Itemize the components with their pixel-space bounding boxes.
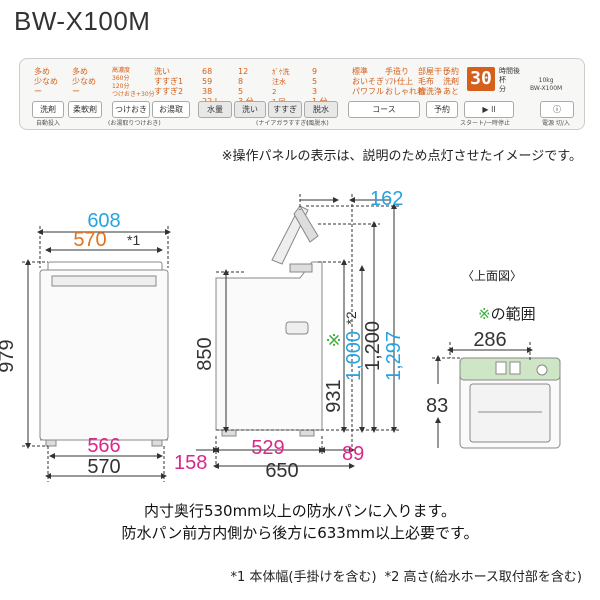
course-group-3: 部屋干し毛布槽洗浄 [418,67,450,96]
front-width-note: *1 [127,232,140,248]
side-height-1000: 1,000 [343,331,365,381]
note-line-1: 内寸奥行530mm以上の防水パンに入ります。 [143,502,457,520]
rinse-button[interactable]: すすぎ [268,101,302,118]
panel-note: ※操作パネルの表示は、説明のため点灯させたイメージです。 [221,149,582,164]
side-height-931-mark: ※ [324,332,344,347]
top-view-label: 〈上面図〉 [462,269,523,283]
side-height-850: 850 [194,337,216,370]
side-bottom-650: 650 [265,460,298,482]
footnote-2: *2 高さ(給水ホース取付部を含む) [384,570,582,585]
course-group-1: 標準おいそぎパワフル [352,67,384,96]
front-view-washer [39,261,169,447]
footnotes: *1 本体幅(手掛けを含む) *2 高さ(給水ホース取付部を含む) [0,566,582,585]
front-width-608: 608 [87,210,120,232]
side-bottom-529: 529 [251,437,284,459]
wash-button[interactable]: 洗い [234,101,266,118]
detergent-sub-label: 自動投入 [36,120,61,127]
course-button[interactable]: コース [348,101,420,118]
time-display: 30 [467,67,495,91]
side-view-washer [215,205,323,437]
course-group-2: 手造りｿﾌﾄ仕上おしゃれ着 [385,67,425,96]
panel-model-label: 10kg BW-X100M [530,77,563,92]
side-height-931: 931 [323,379,345,412]
power-button[interactable]: ⓘ [540,101,574,118]
detergent-button[interactable]: 洗剤 [32,101,64,118]
range-mark: ※ [478,305,491,323]
start-pause-button[interactable]: ▶ ll [464,101,514,118]
note-line-2: 防水パン前方内側から後方に633mm以上必要です。 [121,524,479,542]
front-bottom-566: 566 [87,435,120,457]
front-width-570: 570 [73,229,106,251]
front-bottom-570: 570 [87,456,120,478]
reserve-button[interactable]: 予約 [426,101,458,118]
top-width-286: 286 [473,329,506,351]
side-bottom-158: 158 [174,452,207,474]
model-title: BW-X100M [14,6,151,36]
side-top-162: 162 [370,188,403,210]
side-height-1297: 1,297 [383,331,405,381]
footnote-1: *1 本体幅(手掛けを含む) [230,570,377,585]
soak-sub-label: (お湯取りつけおき) [108,120,161,127]
softener-level: 多め少なめー [72,67,96,96]
side-height-1200: 1,200 [362,321,384,371]
spin-sub-label: (風脱水) [306,120,329,127]
top-view-washer [459,357,561,449]
rinse-sub-label: (ナイアガラすすぎ) [256,120,309,127]
side-bottom-89: 89 [342,443,364,465]
spin-button[interactable]: 脱水 [304,101,338,118]
front-height-979: 979 [0,339,18,372]
water-volume-button[interactable]: 水量 [198,101,232,118]
side-height-931-note: *2 [343,311,359,324]
range-label: ※の範囲 [478,305,536,323]
detergent-level: 多め少なめー [34,67,58,96]
soak-button[interactable]: つけおき [112,101,150,118]
hot-water-button[interactable]: お湯取 [152,101,190,118]
top-depth-83: 83 [426,395,448,417]
display-units: 時間後 杯 分 [499,67,520,93]
softener-button[interactable]: 柔軟剤 [68,101,102,118]
reserve-indicators: 予約洗剤あと [443,67,459,96]
start-sub-label: スタート/一時停止 [460,120,511,127]
power-sub-label: 電源 切/入 [542,120,570,127]
